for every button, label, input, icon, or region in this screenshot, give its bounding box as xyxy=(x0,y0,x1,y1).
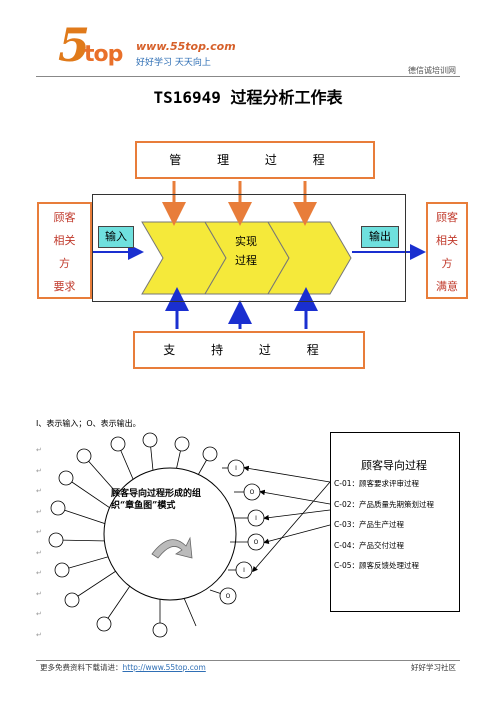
side-panel-item: C-01：顾客要求评审过程 xyxy=(334,479,419,488)
octopus-tentacles xyxy=(48,432,218,638)
header-site-name: 德信诚培训网 xyxy=(408,66,456,75)
process-frame xyxy=(92,194,406,302)
cust-left-line: 要求 xyxy=(53,280,76,293)
bubble-label: O xyxy=(226,593,231,600)
customer-process-panel xyxy=(330,432,460,612)
logo-word: top xyxy=(84,42,123,67)
curved-arrow-icon xyxy=(151,536,193,559)
realization-process-label: 实现 过程 xyxy=(226,232,266,270)
side-panel-item: C-05：顾客反馈处理过程 xyxy=(334,561,419,570)
footer-download-text: 更多免费资料下载请进：http://www.55top.com xyxy=(40,662,206,673)
bubble-label: O xyxy=(250,489,255,496)
cust-left-line: 方 xyxy=(59,257,70,270)
logo-url: www.55top.com xyxy=(136,40,236,53)
logo-mark: 5 xyxy=(58,18,91,72)
cust-right-line: 顾客 xyxy=(436,211,458,224)
bubble-label: I xyxy=(235,465,237,472)
bubble-label: I xyxy=(243,567,245,574)
side-panel-item: C-03：产品生产过程 xyxy=(334,520,404,529)
io-bubble-labels: I O I O I O xyxy=(226,465,259,600)
bubble-label: I xyxy=(255,515,257,522)
process-diagram xyxy=(92,181,426,329)
io-bubbles xyxy=(209,459,265,605)
octopus-center-text: 顾客导向过程形成的组织“章鱼图”模式 xyxy=(111,489,202,511)
customer-satisfaction-box: 顾客 相关 方 满意 xyxy=(426,202,468,299)
link-arrows xyxy=(243,465,331,573)
realize-line-2: 过程 xyxy=(235,254,257,267)
bubble-label: O xyxy=(254,539,259,546)
page-title: TS16949 过程分析工作表 xyxy=(153,88,343,107)
cust-right-line: 满意 xyxy=(436,280,458,293)
realize-line-1: 实现 xyxy=(235,235,257,248)
cust-right-line: 相关 xyxy=(436,234,458,247)
octopus-body xyxy=(103,467,237,601)
customer-requirements-box: 顾客 相关 方 要求 xyxy=(37,202,92,299)
footer-prefix: 更多免费资料下载请进： xyxy=(40,663,123,672)
footer-community: 好好学习社区 xyxy=(411,663,456,672)
side-panel-item: C-02：产品质量先期策划过程 xyxy=(334,500,434,509)
header-divider xyxy=(36,76,460,77)
side-panel-title: 顾客导向过程 xyxy=(361,459,427,472)
cust-left-line: 相关 xyxy=(53,234,76,247)
cust-right-line: 方 xyxy=(441,257,453,270)
io-legend: I、表示输入；O、表示输出。 xyxy=(36,419,141,428)
support-process-box: 支 持 过 程 xyxy=(133,331,365,369)
input-label: 输入 xyxy=(98,226,134,248)
output-label: 输出 xyxy=(361,226,399,248)
footer-link[interactable]: http://www.55top.com xyxy=(122,663,206,672)
cust-left-line: 顾客 xyxy=(53,211,76,224)
logo-slogan: 好好学习 天天向上 xyxy=(136,58,211,68)
management-process-box: 管 理 过 程 xyxy=(135,141,375,179)
octopus-diagram: I O I O I O xyxy=(48,432,331,638)
paragraph-marks: ↵↵↵↵↵↵↵↵↵↵ xyxy=(36,446,42,639)
footer-divider xyxy=(36,660,460,661)
chevron-3 xyxy=(267,221,352,295)
side-panel-item: C-04：产品交付过程 xyxy=(334,541,404,550)
